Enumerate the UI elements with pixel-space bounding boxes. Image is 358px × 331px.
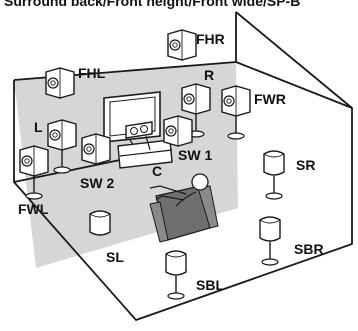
label-r: R xyxy=(204,67,214,83)
speaker-sr xyxy=(263,150,285,200)
speaker-sbl xyxy=(165,250,187,300)
label-fhl: FHL xyxy=(78,65,106,81)
label-l: L xyxy=(34,119,43,135)
speaker-c xyxy=(125,121,153,151)
tv-and-rack xyxy=(103,91,173,169)
label-c: C xyxy=(152,163,162,179)
label-fwl: FWL xyxy=(18,201,49,217)
label-sr: SR xyxy=(296,157,315,173)
label-sw2: SW 2 xyxy=(80,175,114,191)
label-sbr: SBR xyxy=(294,241,324,257)
speaker-fhl xyxy=(45,67,75,99)
speaker-sw2 xyxy=(81,133,111,165)
label-sl: SL xyxy=(106,249,124,265)
speaker-sl xyxy=(89,210,111,236)
speaker-sbr xyxy=(259,216,281,266)
label-fhr: FHR xyxy=(196,31,225,47)
label-fwr: FWR xyxy=(254,91,286,107)
diagram-heading: Surround back/Front height/Front wide/SP… xyxy=(4,0,300,9)
speaker-fhr xyxy=(167,29,197,61)
label-sw1: SW 1 xyxy=(178,147,212,163)
room-outline xyxy=(13,11,353,321)
label-sbl: SBL xyxy=(196,277,224,293)
listener-on-couch xyxy=(149,173,219,243)
speaker-sw1 xyxy=(163,115,193,147)
